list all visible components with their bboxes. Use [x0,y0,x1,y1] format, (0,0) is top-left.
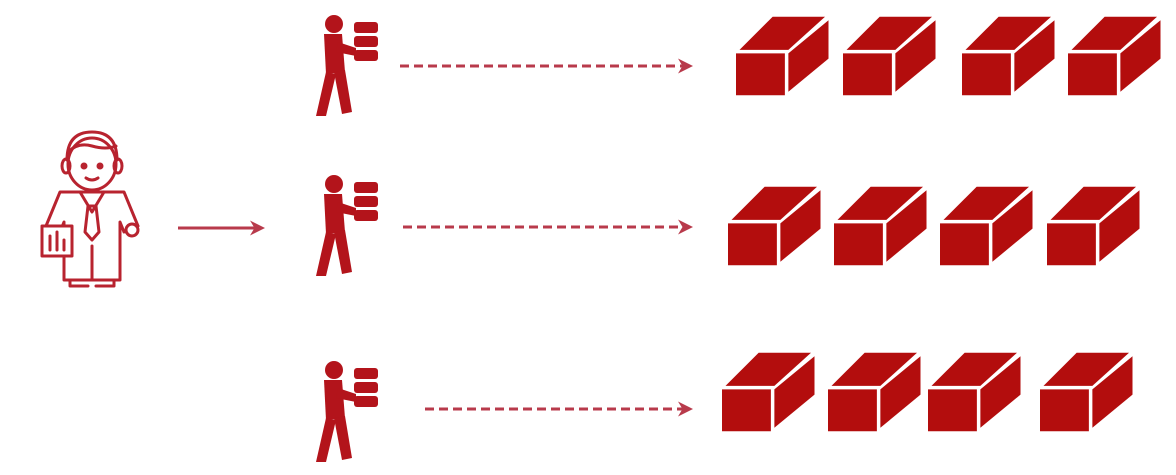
brick-icon [722,352,815,432]
brick-icon [940,186,1033,266]
manager-icon [40,130,140,288]
brick-icon [1068,16,1161,96]
brick-icon [828,352,921,432]
brick-icon [843,16,936,96]
brick-icon [1047,186,1140,266]
worker-carrying-boxes-icon [316,15,378,116]
worker-carrying-boxes-icon [316,361,378,462]
brick-icon [736,16,829,96]
brick-icon [962,16,1055,96]
brick-icon [1040,352,1133,432]
brick-icon [928,352,1021,432]
brick-icon [834,186,927,266]
worker-carrying-boxes-icon [316,175,378,276]
brick-icon [728,186,821,266]
